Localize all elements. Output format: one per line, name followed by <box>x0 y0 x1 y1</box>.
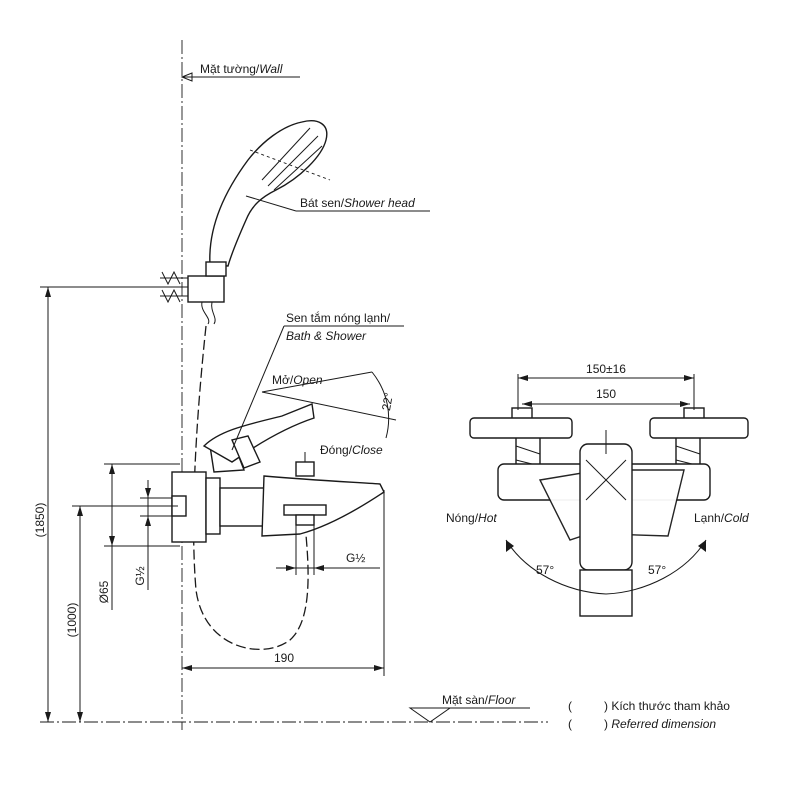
dimension-thread-left: G½ <box>133 480 172 590</box>
dimension-1850: (1850) <box>33 286 188 722</box>
svg-text:22°: 22° <box>379 391 396 411</box>
svg-text:150: 150 <box>596 387 616 401</box>
wall-label: Mặt tường/Wall <box>180 62 300 82</box>
shower-hose <box>192 325 309 651</box>
svg-text:150±16: 150±16 <box>586 362 626 376</box>
svg-text:) Kích thước tham khảo: ) Kích thước tham khảo <box>604 699 730 713</box>
svg-text:(: ( <box>568 717 572 731</box>
shower-head-label: Bát sen/Shower head <box>296 196 430 212</box>
bath-shower-label: Sen tắm nóng lạnh/ Bath & Shower <box>231 310 404 451</box>
dimension-d65: Ø65 <box>97 463 180 610</box>
dimension-thread-spout: G½ <box>276 551 380 571</box>
svg-text:Sen tắm nóng lạnh/: Sen tắm nóng lạnh/ <box>286 310 391 325</box>
svg-text:(1850): (1850) <box>33 503 47 538</box>
legend: ( ) Kích thước tham khảo ( ) Referred di… <box>568 699 730 731</box>
svg-text:(1000): (1000) <box>65 603 79 638</box>
svg-text:Bát sen/Shower head: Bát sen/Shower head <box>300 196 415 210</box>
mixer-side-view <box>171 403 385 575</box>
svg-text:G½: G½ <box>133 566 147 585</box>
shower-holder <box>160 261 227 325</box>
svg-text:Bath & Shower: Bath & Shower <box>286 329 367 343</box>
dimension-1000: (1000) <box>65 505 178 722</box>
svg-text:57°: 57° <box>536 563 554 577</box>
svg-text:G½: G½ <box>346 551 365 565</box>
shower-head <box>209 120 331 267</box>
cold-label: Lạnh/Cold <box>694 511 749 525</box>
dimension-150: 150 <box>522 387 690 407</box>
dimension-150-16: 150±16 <box>517 362 695 410</box>
svg-text:Ø65: Ø65 <box>97 580 111 603</box>
svg-text:) Referred dimension: ) Referred dimension <box>604 717 716 731</box>
rotation-angle-arcs: 57° 57° <box>505 539 707 595</box>
open-close-indicator: Mở/Open 22° Đóng/Close <box>261 371 397 457</box>
floor-label: Mặt sàn/Floor <box>408 693 530 723</box>
svg-text:190: 190 <box>274 651 294 665</box>
svg-text:57°: 57° <box>648 563 666 577</box>
hot-label: Nóng/Hot <box>446 511 497 525</box>
mixer-front-view <box>469 407 749 617</box>
svg-text:Mở/Open: Mở/Open <box>272 373 323 387</box>
svg-text:Mặt sàn/Floor: Mặt sàn/Floor <box>442 693 516 707</box>
svg-text:Mặt tường/Wall: Mặt tường/Wall <box>200 62 283 76</box>
svg-text:(: ( <box>568 699 572 713</box>
dimension-190: 190 <box>182 490 385 676</box>
svg-text:Đóng/Close: Đóng/Close <box>320 443 383 457</box>
